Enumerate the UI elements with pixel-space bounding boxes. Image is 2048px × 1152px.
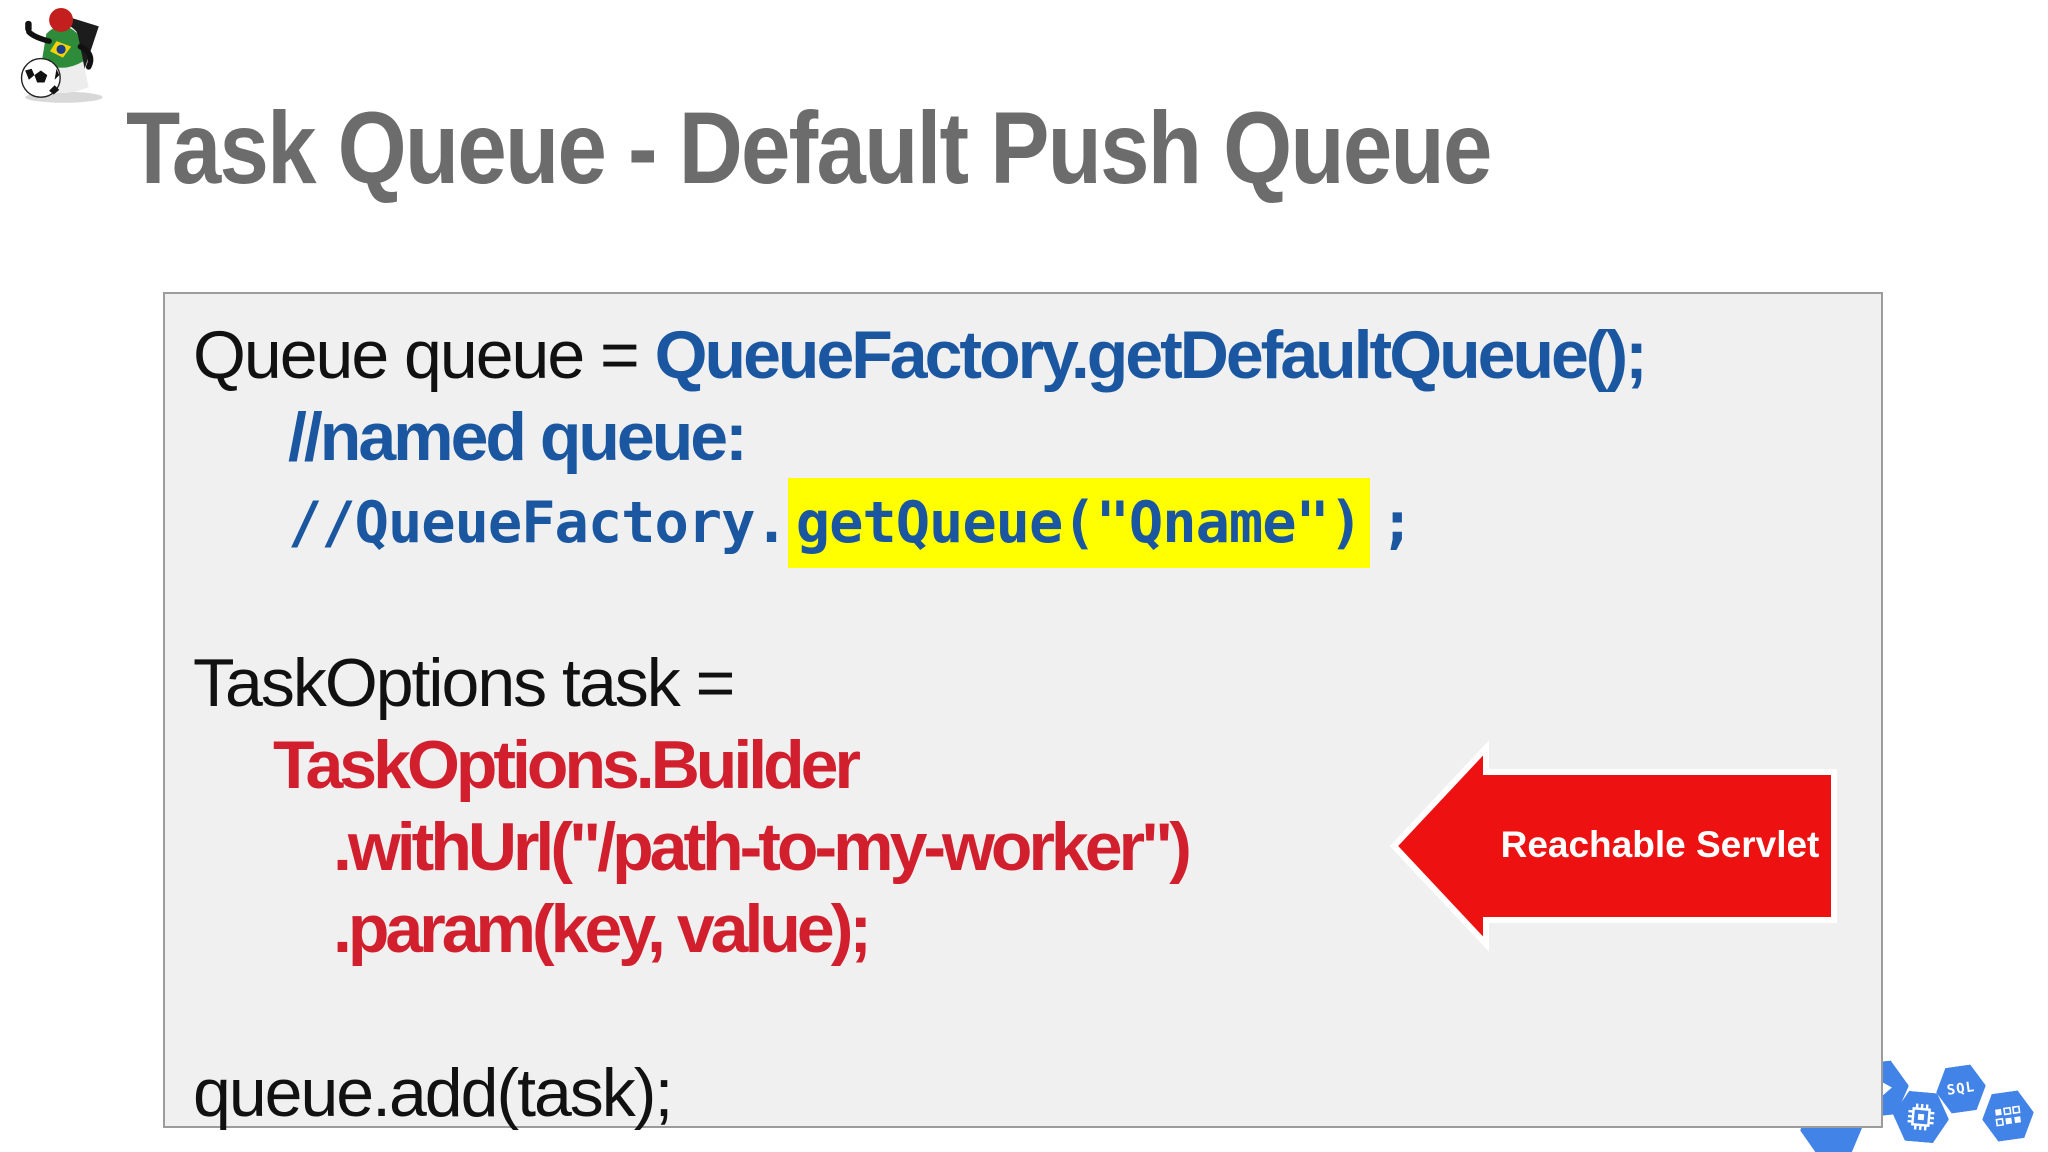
code-segment-red: .param(key, value); <box>333 891 872 967</box>
left-arrow-callout <box>1389 740 1837 952</box>
code-segment-blue: QueueFactory.getDefaultQueue(); <box>654 317 1648 393</box>
cpu-chip-glyph <box>1905 1101 1938 1134</box>
sql-label: SQL <box>1945 1079 1977 1099</box>
code-line-blank <box>193 970 1881 1052</box>
page-title: Task Queue - Default Push Queue <box>126 91 1492 205</box>
code-line-8: queue.add(task); <box>193 1052 1881 1134</box>
code-line-2: //named queue: <box>288 396 1881 478</box>
java-duke-brazil-mascot-icon <box>20 8 103 103</box>
code-segment-semicolon: ; <box>1380 490 1414 556</box>
code-segment-red: .withUrl("/path-to-my-worker") <box>333 809 1192 885</box>
code-segment-mono: //QueueFactory. <box>288 490 789 556</box>
code-line-7: .param(key, value); <box>333 888 1881 970</box>
code-line-blank <box>193 560 1881 642</box>
code-panel: Queue queue = QueueFactory.getDefaultQue… <box>163 292 1883 1131</box>
code-segment-red: TaskOptions.Builder <box>273 727 861 803</box>
code-segment-blue: //named queue: <box>288 399 748 475</box>
squares-grid-glyph <box>1994 1105 2022 1126</box>
code-line-4: TaskOptions task = <box>193 642 1881 724</box>
code-line-6: .withUrl("/path-to-my-worker") <box>333 806 1881 888</box>
highlighted-code: getQueue("Qname") <box>787 478 1371 568</box>
code-segment-plain: TaskOptions task = <box>193 645 735 721</box>
code-segment-plain: Queue queue = <box>193 317 655 393</box>
chip-hexagon-icon <box>1891 1090 1951 1145</box>
callout-label: Reachable Servlet <box>1500 824 1820 865</box>
code-line-3: //QueueFactory.getQueue("Qname"); <box>288 478 1881 568</box>
grid-hexagon-icon <box>1979 1089 2037 1144</box>
code-line-5: TaskOptions.Builder <box>273 724 1881 806</box>
code-segment-plain: queue.add(task); <box>193 1055 673 1131</box>
code-line-1: Queue queue = QueueFactory.getDefaultQue… <box>193 314 1881 396</box>
